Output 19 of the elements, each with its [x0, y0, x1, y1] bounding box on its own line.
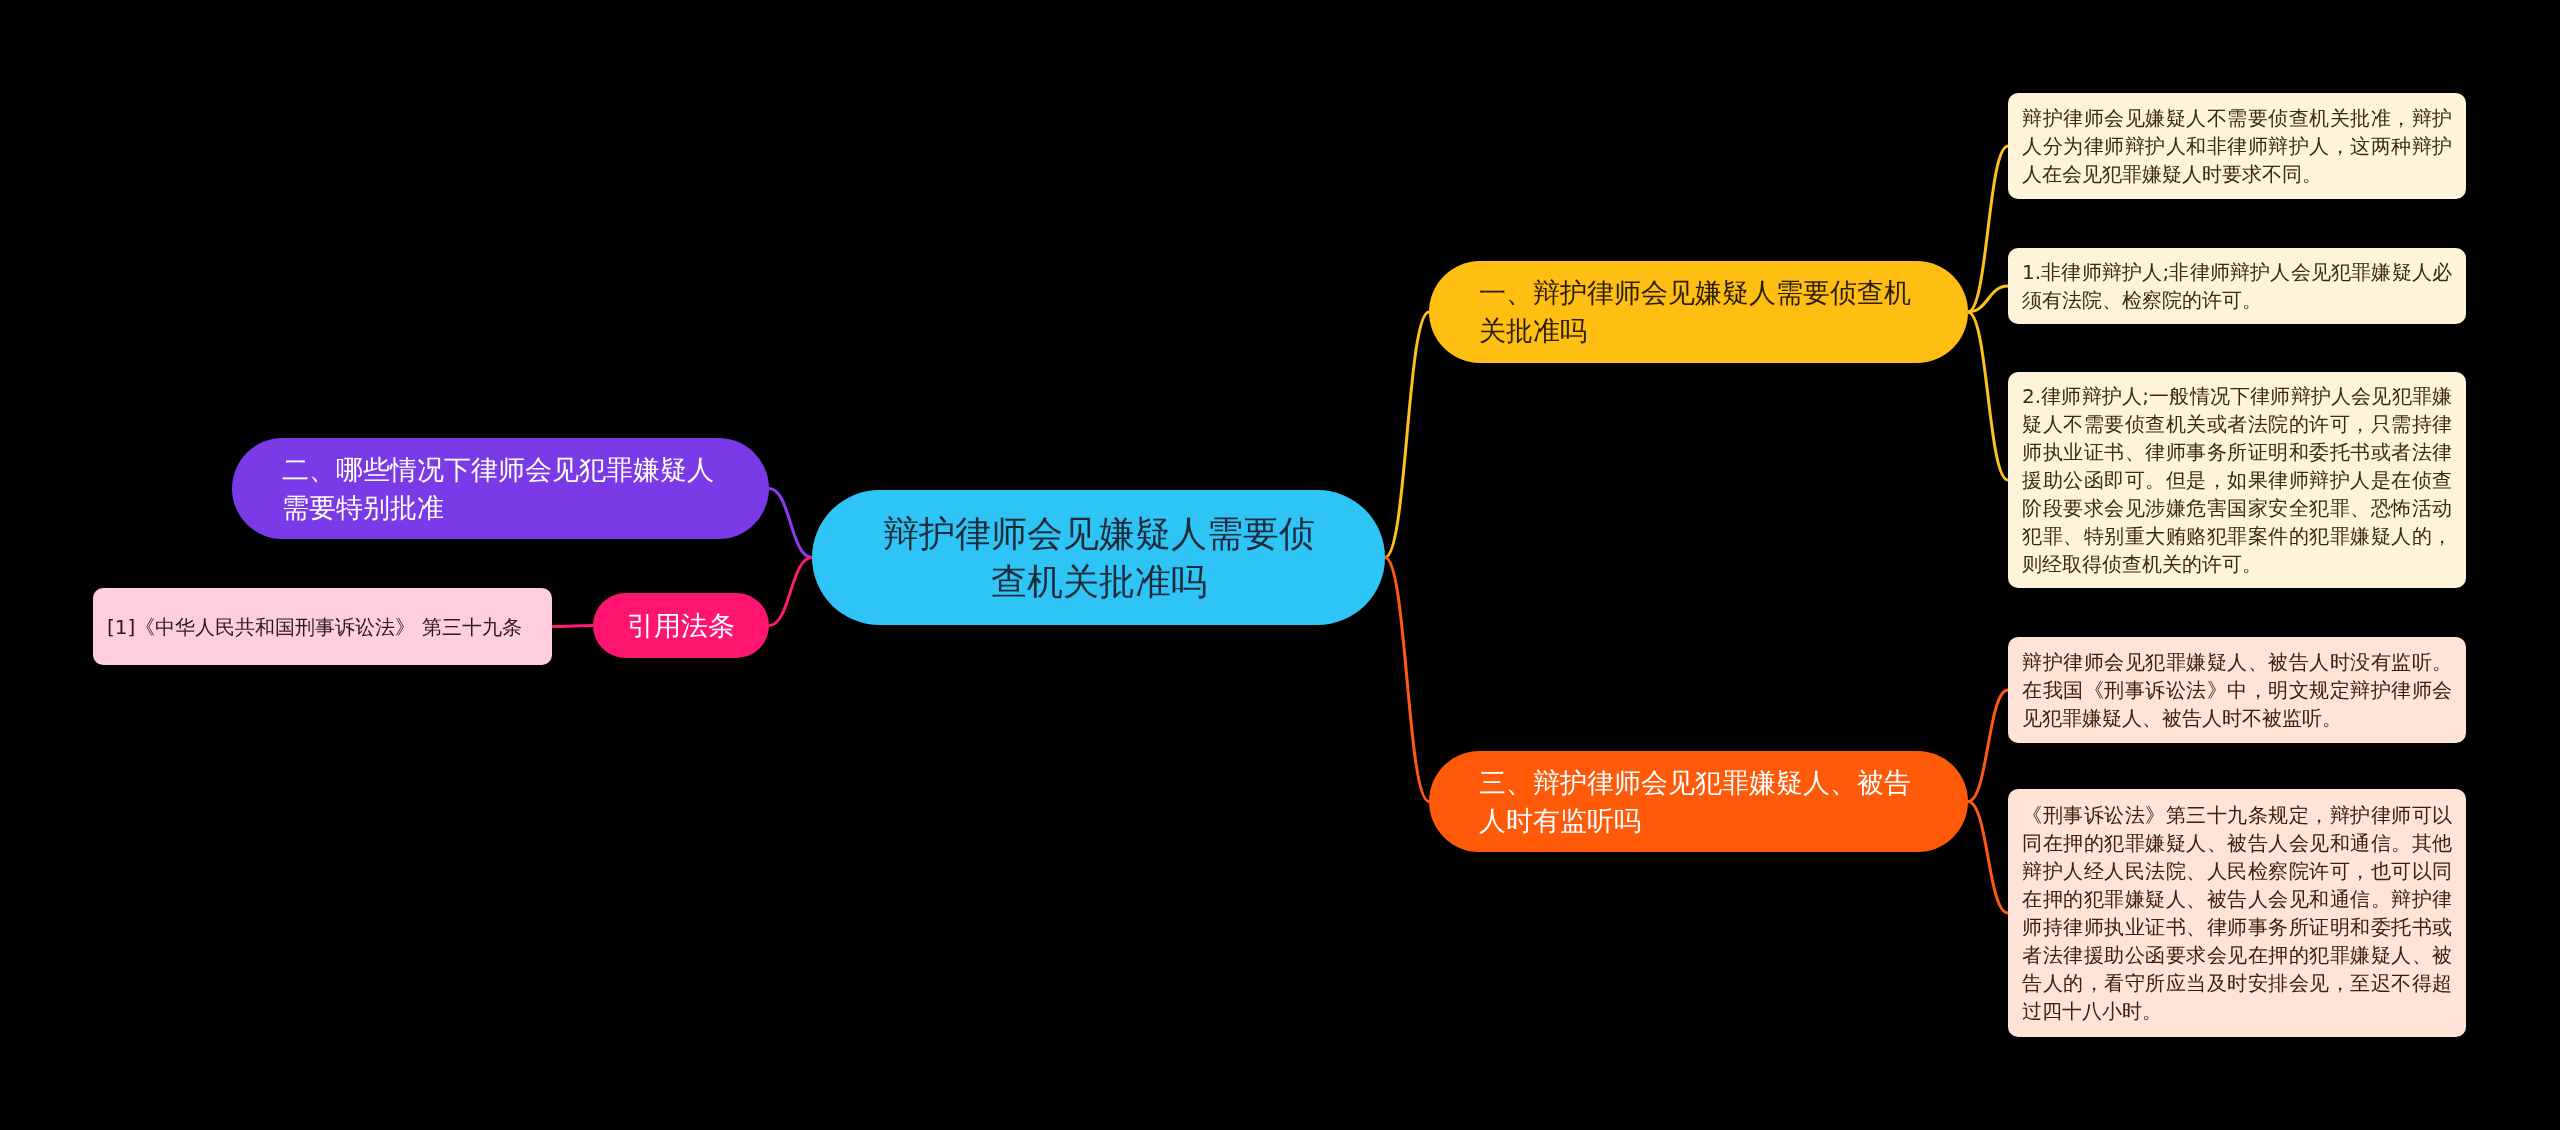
connector-line [1967, 800, 2009, 915]
note-box: [1]《中华人民共和国刑事诉讼法》 第三十九条 [93, 588, 552, 665]
connector-line [768, 556, 813, 627]
central-topic-box: 辩护律师会见嫌疑人需要侦查机关批准吗 [812, 490, 1385, 625]
note-box: 2.律师辩护人;一般情况下律师辩护人会见犯罪嫌疑人不需要侦查机关或者法院的许可，只需持律师执业证书、律师事务所证明和委托书或者法律援助公函即可。但是，如果律师辩护人是在侦查阶段要求会见涉嫌危害国家安全犯罪、恐怖活动犯罪、特别重大贿赂犯罪案件的犯罪嫌疑人的，则经取得侦查机关的许可。 [2008, 372, 2466, 588]
connector-line [768, 487, 813, 559]
note-box: 1.非律师辩护人;非律师辩护人会见犯罪嫌疑人必须有法院、检察院的许可。 [2008, 248, 2466, 324]
connector-line [552, 624, 593, 628]
branch-box: 三、辩护律师会见犯罪嫌疑人、被告人时有监听吗 [1429, 751, 1968, 852]
connector-line [1967, 310, 2009, 482]
branch-box: 引用法条 [593, 593, 769, 658]
connector-line [1383, 310, 1431, 559]
branch-box: 二、哪些情况下律师会见犯罪嫌疑人需要特别批准 [232, 438, 769, 539]
connector-line [1383, 556, 1431, 803]
note-box: 《刑事诉讼法》第三十九条规定，辩护律师可以同在押的犯罪嫌疑人、被告人会见和通信。其他辩护人经人民法院、人民检察院许可，也可以同在押的犯罪嫌疑人、被告人会见和通信。辩护律师持律师执业证书、律师事务所证明和委托书或者法律援助公函要求会见在押的犯罪嫌疑人、被告人的，看守所应当及时安排会见，至迟不得超过四十八小时。 [2008, 789, 2466, 1037]
note-box: 辩护律师会见犯罪嫌疑人、被告人时没有监听。在我国《刑事诉讼法》中，明文规定辩护律师会见犯罪嫌疑人、被告人时不被监听。 [2008, 637, 2466, 743]
note-box: 辩护律师会见嫌疑人不需要侦查机关批准，辩护人分为律师辩护人和非律师辩护人，这两种辩护人在会见犯罪嫌疑人时要求不同。 [2008, 93, 2466, 199]
branch-box: 一、辩护律师会见嫌疑人需要侦查机关批准吗 [1429, 261, 1968, 363]
connector-line [1967, 688, 2009, 803]
